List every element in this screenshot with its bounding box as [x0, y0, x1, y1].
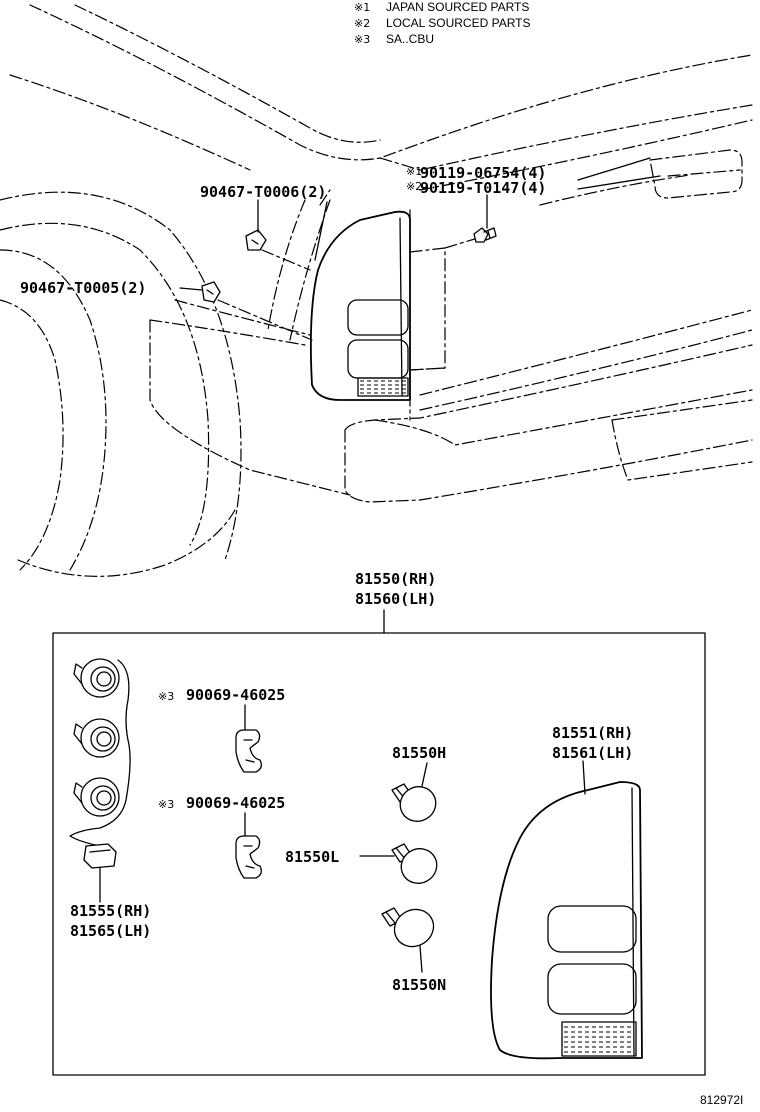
callout-bulb-l: 81550L: [285, 848, 339, 866]
wiring-harness-part: [69, 658, 131, 903]
installed-tail-lamp: [309, 210, 479, 401]
lens-housing-part: [490, 781, 643, 1060]
lens-leader: [582, 760, 586, 795]
callout-socket-lower: 90069-46025: [186, 794, 285, 812]
figure-number: 812972I: [700, 1093, 743, 1107]
bulb-socket-lower-part: [235, 835, 262, 879]
callout-socket-lower-mark: ※3: [158, 798, 174, 811]
bulb-n-part: [381, 907, 435, 948]
bulb-n-leader: [419, 945, 423, 973]
clip-lower-part: [201, 281, 313, 341]
screw-part: [473, 227, 497, 243]
callout-assembly-lh: 81560(LH): [355, 590, 436, 608]
callout-socket-upper-mark: ※3: [158, 690, 174, 703]
callout-clip-upper: 90467-T0006(2): [200, 183, 326, 201]
bulb-h-leader: [421, 762, 428, 787]
legend-text-3: SA..CBU: [386, 32, 434, 46]
legend-mark-1: ※1: [354, 1, 370, 14]
callout-lens-rh: 81551(RH): [552, 724, 633, 742]
assembly-frame: [52, 632, 706, 1076]
legend-text-2: LOCAL SOURCED PARTS: [386, 16, 530, 30]
callout-screw-local: 90119-T0147(4): [420, 179, 546, 197]
clip-upper-part: [245, 229, 311, 271]
bulb-h-part: [391, 783, 437, 822]
callout-screw-japan: 90119-06754(4): [420, 164, 546, 182]
callout-wiring-lh: 81565(LH): [70, 922, 151, 940]
callout-clip-lower: 90467-T0005(2): [20, 279, 146, 297]
legend-mark-2: ※2: [354, 17, 370, 30]
callout-bulb-h: 81550H: [392, 744, 446, 762]
socket-lower: [73, 777, 120, 817]
legend-mark-3: ※3: [354, 33, 370, 46]
top-callouts: ※1 90119-06754(4) ※2 90119-T0147(4) 9046…: [20, 164, 546, 297]
socket-middle: [73, 718, 120, 758]
legend-text-1: JAPAN SOURCED PARTS: [386, 0, 529, 14]
bulb-l-part: [391, 843, 438, 884]
callout-wiring-rh: 81555(RH): [70, 902, 151, 920]
callout-socket-upper: 90069-46025: [186, 686, 285, 704]
harness-connector: [83, 843, 117, 869]
bulb-socket-upper-part: [235, 729, 262, 773]
callout-lens-lh: 81561(LH): [552, 744, 633, 762]
top-leaders: [179, 157, 661, 291]
callout-screw-local-mark: ※2: [406, 180, 422, 193]
legend: ※1 JAPAN SOURCED PARTS ※2 LOCAL SOURCED …: [354, 0, 530, 46]
socket-upper: [73, 658, 120, 698]
callout-assembly-rh: 81550(RH): [355, 570, 436, 588]
callout-bulb-n: 81550N: [392, 976, 446, 994]
vehicle-body-outline: [0, 4, 753, 577]
callout-screw-japan-mark: ※1: [406, 165, 422, 178]
